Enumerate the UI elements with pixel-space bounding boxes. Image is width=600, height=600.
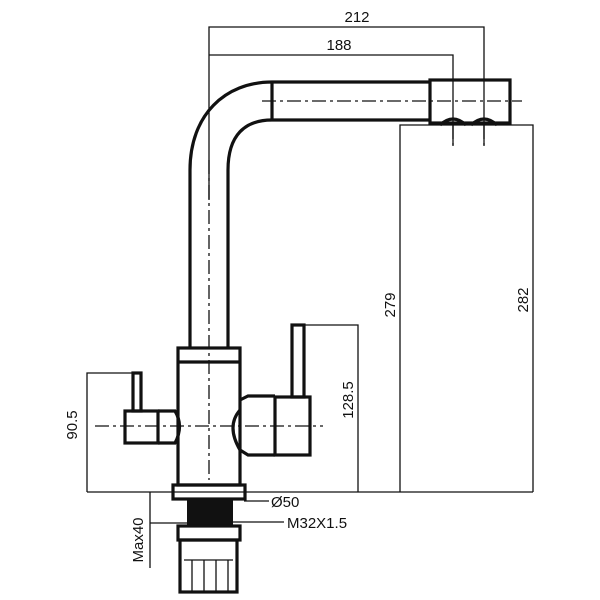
centerlines: [95, 100, 522, 480]
dim-thread: M32X1.5: [287, 515, 347, 532]
spout: [188, 78, 512, 348]
faucet-body: [123, 323, 312, 594]
thread-block: [187, 499, 233, 526]
dim-diameter-50: Ø50: [271, 494, 299, 511]
dim-max40: Max40: [130, 517, 147, 562]
dim-128-5: 128.5: [340, 381, 357, 419]
dim-188: 188: [326, 37, 351, 54]
dim-212: 212: [344, 9, 369, 26]
dim-282: 282: [515, 287, 532, 312]
dimension-lines: [86, 26, 534, 568]
dim-90-5: 90.5: [64, 410, 81, 439]
dim-279: 279: [382, 292, 399, 317]
